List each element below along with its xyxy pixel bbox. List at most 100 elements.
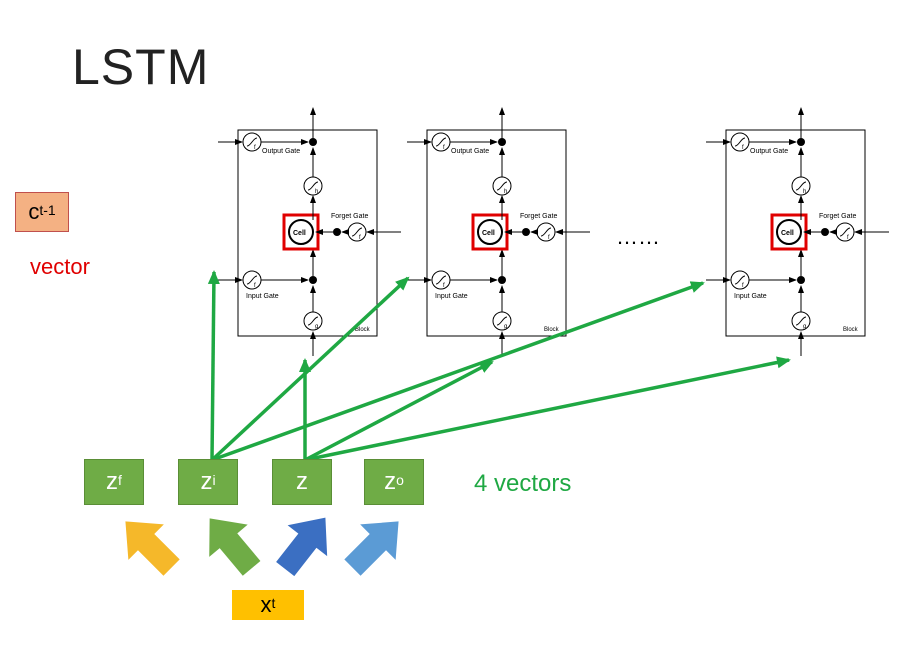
arrow-to-zf [125, 521, 180, 576]
output-gate-sub: f [443, 145, 445, 151]
output-gate: f [730, 132, 750, 152]
z-base: z [296, 468, 308, 495]
g-gate-sub: g [504, 324, 507, 330]
z-to-block3 [304, 356, 791, 462]
forget-gate: f [835, 222, 855, 242]
g-gate: g [492, 311, 512, 331]
input-gate: f [242, 270, 262, 290]
forget-gate: f [347, 222, 367, 242]
input-gate: f [431, 270, 451, 290]
forget-gate-curve [540, 227, 552, 237]
forget-gate-curve [351, 227, 363, 237]
slide-title: LSTM [72, 39, 210, 95]
block-label: Block [843, 327, 859, 333]
h-gate-sub: h [504, 189, 507, 195]
ellipsis-text: …… [616, 224, 660, 249]
h-gate-curve [496, 181, 508, 191]
input-gate-curve [246, 275, 258, 285]
forget-mult-node [333, 228, 341, 236]
arrow-to-z-shape [276, 517, 328, 577]
input-gate-label: Input Gate [734, 293, 767, 300]
forget-gate-sub: f [847, 235, 849, 241]
zi-base: z [200, 468, 213, 495]
forget-gate-label: Forget Gate [819, 213, 856, 220]
g-gate-sub: g [315, 324, 318, 330]
xt-sup: t [271, 595, 276, 611]
arrow-to-zo-shape [344, 521, 399, 576]
arrow-to-zi-shape [209, 518, 261, 576]
arrow-to-zo [344, 521, 399, 576]
cell-circle [477, 219, 503, 245]
forget-mult-node [522, 228, 530, 236]
h-gate-sub: h [803, 189, 806, 195]
cell-label: Cell [293, 230, 306, 237]
cell-circle [288, 219, 314, 245]
vector-box-z: z [272, 459, 332, 505]
output-gate-label: Output Gate [451, 148, 489, 155]
cell-label: Cell [482, 230, 495, 237]
input-gate-sub: f [742, 283, 744, 289]
g-gate-sub: g [803, 324, 806, 330]
zi-sup: i [212, 472, 216, 488]
output-gate-curve [246, 137, 258, 147]
arrow-to-z [276, 517, 328, 577]
output-mult-node [498, 138, 506, 146]
input-mult-node [309, 276, 317, 284]
cell-label: Cell [781, 230, 794, 237]
input-mult-node [498, 276, 506, 284]
forget-gate-sub: f [548, 235, 550, 241]
output-gate: f [242, 132, 262, 152]
g-gate: g [303, 311, 323, 331]
input-mult-node [797, 276, 805, 284]
h-gate-curve [795, 181, 807, 191]
g-gate: g [791, 311, 811, 331]
input-gate: f [730, 270, 750, 290]
zo-base: z [384, 468, 397, 495]
h-gate-curve [307, 181, 319, 191]
input-gate-label: Input Gate [435, 293, 468, 300]
xt-base: x [260, 592, 272, 617]
zi-to-block1 [207, 270, 220, 461]
arrow-to-zf-shape [125, 521, 180, 576]
forget-gate-label: Forget Gate [331, 213, 368, 220]
forget-gate-sub: f [359, 235, 361, 241]
forget-gate-curve [839, 227, 851, 237]
h-gate: h [492, 176, 512, 196]
input-gate-curve [734, 275, 746, 285]
zf-sup: f [118, 472, 122, 488]
forget-gate-label: Forget Gate [520, 213, 557, 220]
input-gate-sub: f [443, 283, 445, 289]
ct-sup: t-1 [39, 202, 56, 218]
block-label: Block [355, 327, 371, 333]
output-mult-node [309, 138, 317, 146]
g-gate-curve [795, 316, 807, 326]
output-gate: f [431, 132, 451, 152]
cell-circle [776, 219, 802, 245]
h-gate: h [791, 176, 811, 196]
output-gate-sub: f [254, 145, 256, 151]
g-gate-curve [307, 316, 319, 326]
arrow-to-zi [209, 518, 261, 576]
zo-sup: o [396, 472, 404, 488]
input-arrows [125, 517, 399, 577]
ct-base: c [28, 199, 40, 224]
four-vectors-label: 4 vectors [474, 470, 572, 497]
input-gate-label: Input Gate [246, 293, 279, 300]
g-gate-curve [496, 316, 508, 326]
output-gate-label: Output Gate [262, 148, 300, 155]
connection-arrows [207, 270, 791, 462]
vector-label: vector [30, 254, 90, 279]
forget-mult-node [821, 228, 829, 236]
zi-to-block3 [211, 281, 705, 462]
input-gate-sub: f [254, 283, 256, 289]
